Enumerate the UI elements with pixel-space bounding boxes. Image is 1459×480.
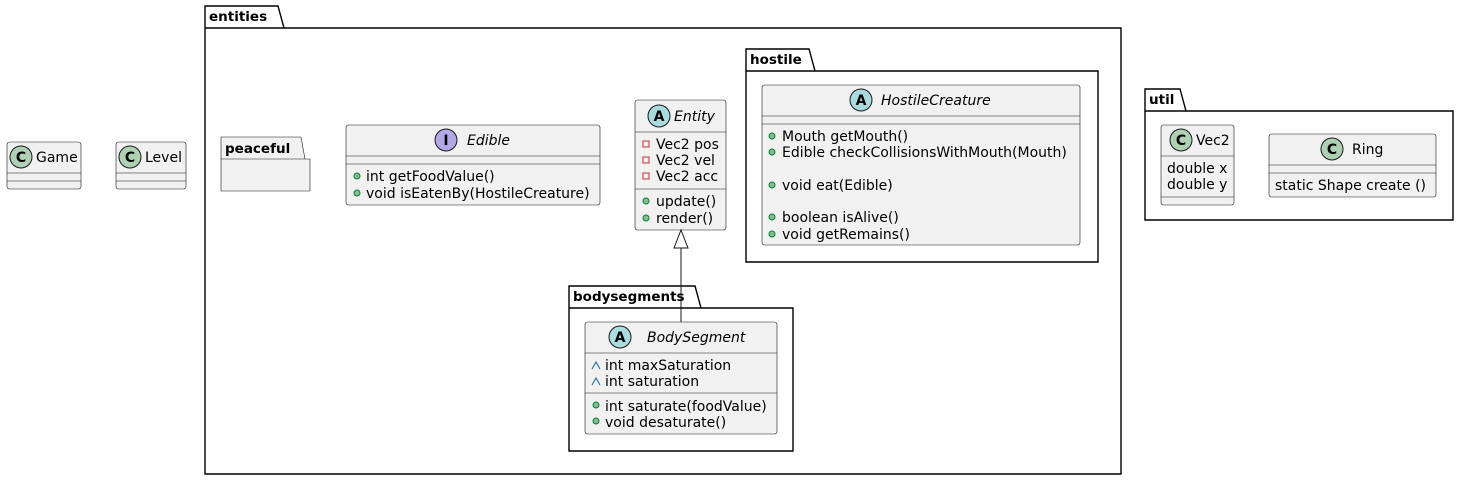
class-vec2[interactable]: C Vec2 double x double y xyxy=(1160,124,1235,206)
method: boolean isAlive() xyxy=(782,210,899,226)
field: int saturation xyxy=(605,374,699,390)
package-visibility-icon xyxy=(591,360,601,370)
package-entities: entities xyxy=(204,5,1122,475)
stereotype-letter: A xyxy=(856,93,867,109)
class-stereotype-icon xyxy=(118,145,142,169)
abstract-stereotype-icon xyxy=(647,104,671,128)
stereotype-letter: A xyxy=(654,109,665,125)
method: int saturate(foodValue) xyxy=(605,399,767,415)
field: double y xyxy=(1167,177,1227,193)
method: void isEatenBy(HostileCreature) xyxy=(366,186,590,202)
stereotype-letter: I xyxy=(443,133,448,149)
class-hostile-creature[interactable]: A HostileCreature Mouth getMouth() Edibl… xyxy=(761,84,1081,246)
public-icon xyxy=(353,172,361,180)
interface-stereotype-icon xyxy=(434,128,458,152)
abstract-stereotype-icon xyxy=(608,325,632,349)
public-icon xyxy=(768,181,776,189)
method: Edible checkCollisionsWithMouth(Mouth) xyxy=(782,145,1067,161)
private-icon xyxy=(642,172,650,180)
public-icon xyxy=(768,230,776,238)
class-ring[interactable]: C Ring static Shape create () xyxy=(1268,133,1437,198)
class-stereotype-icon xyxy=(1320,137,1344,161)
class-name: Game xyxy=(36,150,78,166)
method: static Shape create () xyxy=(1275,178,1426,194)
public-icon xyxy=(768,213,776,221)
class-name: Vec2 xyxy=(1196,133,1230,149)
package-title: entities xyxy=(209,9,267,25)
class-name: Ring xyxy=(1352,142,1383,158)
class-name: Entity xyxy=(674,109,716,125)
field: double x xyxy=(1167,161,1227,177)
class-stereotype-icon xyxy=(1169,128,1193,152)
package-title: bodysegments xyxy=(573,289,685,305)
field: Vec2 vel xyxy=(656,153,715,169)
public-icon xyxy=(353,189,361,197)
method: void eat(Edible) xyxy=(782,178,893,194)
class-level[interactable]: C Level xyxy=(115,141,187,190)
package-visibility-icon xyxy=(591,376,601,386)
method: int getFoodValue() xyxy=(366,169,495,185)
package-bodysegments: bodysegments xyxy=(568,285,794,452)
class-name: HostileCreature xyxy=(881,93,991,109)
method: void desaturate() xyxy=(605,415,726,431)
public-icon xyxy=(592,417,600,425)
stereotype-letter: C xyxy=(16,150,26,166)
public-icon xyxy=(642,214,650,222)
class-entity[interactable]: A Entity Vec2 pos Vec2 vel Vec2 acc upda… xyxy=(634,99,727,231)
public-icon xyxy=(592,401,600,409)
method: Mouth getMouth() xyxy=(782,129,908,145)
public-icon xyxy=(642,197,650,205)
class-name: BodySegment xyxy=(647,330,746,346)
method: render() xyxy=(656,211,713,227)
stereotype-letter: C xyxy=(125,150,135,166)
class-body-segment[interactable]: A BodySegment int maxSaturation int satu… xyxy=(584,321,778,435)
package-hostile: hostile xyxy=(745,48,1099,263)
class-stereotype-icon xyxy=(9,145,33,169)
generalization-arrowhead xyxy=(673,228,689,249)
method: update() xyxy=(656,194,716,210)
private-icon xyxy=(642,156,650,164)
stereotype-letter: C xyxy=(1327,142,1337,158)
package-peaceful: peaceful xyxy=(220,136,311,192)
class-game[interactable]: C Game xyxy=(6,141,82,190)
inheritance-arrow xyxy=(673,228,689,322)
stereotype-letter: C xyxy=(1176,133,1186,149)
class-name: Edible xyxy=(467,133,510,149)
abstract-stereotype-icon xyxy=(849,88,873,112)
field: int maxSaturation xyxy=(605,358,731,374)
method: void getRemains() xyxy=(782,227,910,243)
package-title: util xyxy=(1149,92,1174,108)
public-icon xyxy=(768,132,776,140)
field: Vec2 pos xyxy=(656,137,719,153)
private-icon xyxy=(642,140,650,148)
package-title: peaceful xyxy=(225,141,290,157)
stereotype-letter: A xyxy=(615,330,626,346)
field: Vec2 acc xyxy=(656,169,718,185)
package-util: util xyxy=(1144,88,1454,221)
class-edible[interactable]: I Edible int getFoodValue() void isEaten… xyxy=(345,124,601,206)
package-title: hostile xyxy=(750,52,802,68)
class-name: Level xyxy=(145,150,182,166)
public-icon xyxy=(768,148,776,156)
